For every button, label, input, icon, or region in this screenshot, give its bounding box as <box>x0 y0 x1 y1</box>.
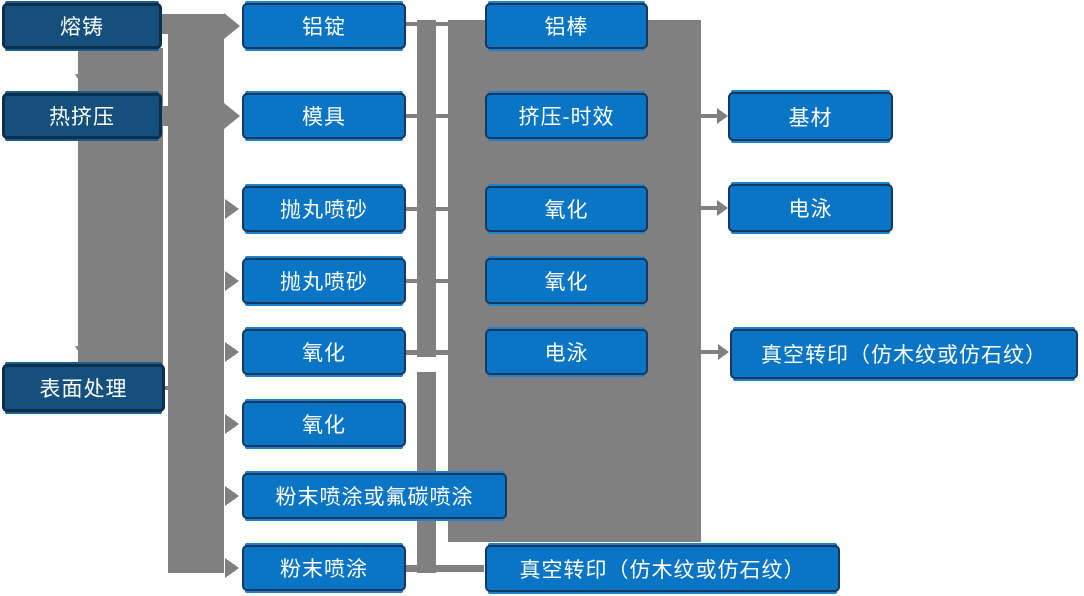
stub-row1 <box>406 22 448 26</box>
stub-row5 <box>404 350 448 355</box>
connector-surface-to-band <box>163 386 172 390</box>
connector-extrusion-to-mold <box>162 106 224 126</box>
node-mold: 模具 <box>242 93 406 139</box>
arrowhead-to-vacuum-transfer-c4-icon <box>718 344 729 360</box>
connector-to-base-material <box>701 114 717 118</box>
connector-distribution-band <box>168 16 224 573</box>
arrowhead-to-powder-or-fluorocarbon-icon <box>225 486 239 506</box>
arrowhead-to-shot-blast-1-icon <box>225 199 239 219</box>
node-electrophoresis-c3: 电泳 <box>485 329 648 375</box>
node-powder-coating: 粉末喷涂 <box>242 545 406 591</box>
stub-row8-to-vacuum-transfer <box>405 565 484 572</box>
node-shot-blast-1: 抛丸喷砂 <box>242 186 406 232</box>
node-hot-extrusion: 热挤压 <box>2 93 162 139</box>
node-base-material: 基材 <box>728 92 893 141</box>
node-oxidation-c3-2: 氧化 <box>485 258 648 304</box>
node-shot-blast-2: 抛丸喷砂 <box>242 258 406 304</box>
connector-melt-to-ingot <box>162 14 224 34</box>
connector-collector-bar-upper <box>417 20 436 357</box>
node-vacuum-transfer-c4: 真空转印（仿木纹或仿石纹） <box>730 329 1078 379</box>
stub-row4 <box>406 279 448 283</box>
stub-row2 <box>406 114 448 118</box>
arrowhead-extrusion-to-mold-icon <box>224 103 240 129</box>
arrowhead-down-to-surface-treatment-icon <box>75 346 93 361</box>
arrowhead-to-shot-blast-2-icon <box>225 271 239 291</box>
arrowhead-to-powder-coating-icon <box>225 558 239 578</box>
node-powder-or-fluorocarbon: 粉末喷涂或氟碳喷涂 <box>242 473 507 519</box>
arrowhead-to-base-material-icon <box>717 108 728 124</box>
arrowhead-melt-to-ingot-icon <box>224 13 240 39</box>
node-oxidation-c2-1: 氧化 <box>242 329 406 375</box>
node-vacuum-transfer-c3: 真空转印（仿木纹或仿石纹） <box>485 545 840 592</box>
connector-collector-bar-lower <box>417 372 436 573</box>
node-aluminum-rod: 铝棒 <box>485 3 648 49</box>
connector-to-electrophoresis-c4 <box>701 206 717 210</box>
node-aluminum-ingot: 铝锭 <box>242 3 406 49</box>
arrowhead-to-oxidation-c2-1-icon <box>225 342 239 362</box>
node-extrusion-aging: 挤压-时效 <box>485 93 648 139</box>
node-melt-cast: 熔铸 <box>2 3 162 49</box>
arrowhead-to-electrophoresis-c4-icon <box>717 200 728 216</box>
node-oxidation-c3-1: 氧化 <box>485 186 648 232</box>
node-oxidation-c2-2: 氧化 <box>242 401 406 447</box>
node-electrophoresis-c4: 电泳 <box>728 184 893 232</box>
node-surface-treatment: 表面处理 <box>2 364 165 412</box>
connector-to-vacuum-transfer-c4 <box>701 350 718 354</box>
arrowhead-to-oxidation-c2-2-icon <box>225 414 239 434</box>
stub-row3 <box>406 207 448 211</box>
arrowhead-down-to-hot-extrusion-icon <box>75 74 93 89</box>
